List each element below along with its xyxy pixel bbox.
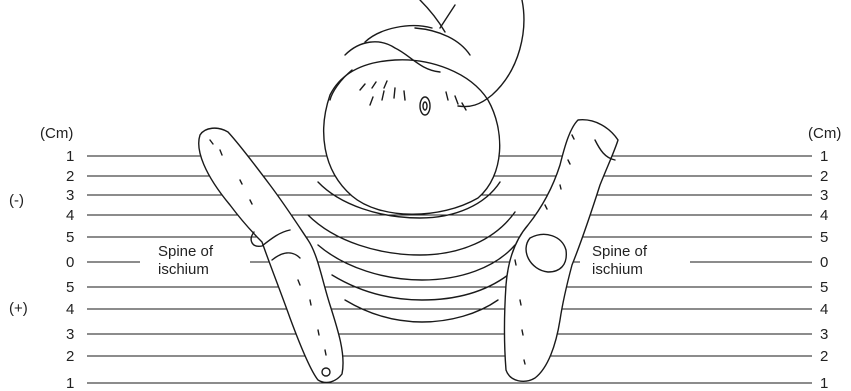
station-number-right: 1 <box>820 148 828 165</box>
left-spine-label-line2: ischium <box>158 261 209 278</box>
left-ischium-drawing <box>199 128 343 382</box>
station-number-right: 2 <box>820 348 828 365</box>
station-number-right: 5 <box>820 279 828 296</box>
unit-label-right: (Cm) <box>808 125 841 142</box>
left-spine-label-line1: Spine of <box>158 243 214 260</box>
minus-sign-label: (-) <box>9 192 24 209</box>
unit-label-left: (Cm) <box>40 125 73 142</box>
station-number-right: 1 <box>820 375 828 391</box>
station-number-left: 3 <box>66 326 74 343</box>
station-number-right: 4 <box>820 301 828 318</box>
station-number-left: 5 <box>66 279 74 296</box>
station-number-left: 4 <box>66 301 74 318</box>
station-number-right: 5 <box>820 229 828 246</box>
right-spine-label-line2: ischium <box>592 261 643 278</box>
station-number-left: 1 <box>66 148 74 165</box>
fetal-head-drawing <box>324 0 524 214</box>
plus-sign-label: (+) <box>9 300 28 317</box>
station-number-left: 3 <box>66 187 74 204</box>
station-number-left: 4 <box>66 207 74 224</box>
station-number-left: 5 <box>66 229 74 246</box>
station-number-left: 1 <box>66 375 74 391</box>
station-number-left: 0 <box>66 254 74 271</box>
right-spine-label-line1: Spine of <box>592 243 648 260</box>
station-number-left: 2 <box>66 168 74 185</box>
station-number-right: 0 <box>820 254 828 271</box>
station-number-right: 3 <box>820 187 828 204</box>
right-station-numbers: 1 2 3 4 5 0 5 4 3 2 1 <box>820 148 828 391</box>
station-number-right: 4 <box>820 207 828 224</box>
left-station-numbers: 1 2 3 4 5 0 5 4 3 2 1 <box>66 148 74 391</box>
station-number-right: 2 <box>820 168 828 185</box>
station-number-left: 2 <box>66 348 74 365</box>
station-number-right: 3 <box>820 326 828 343</box>
